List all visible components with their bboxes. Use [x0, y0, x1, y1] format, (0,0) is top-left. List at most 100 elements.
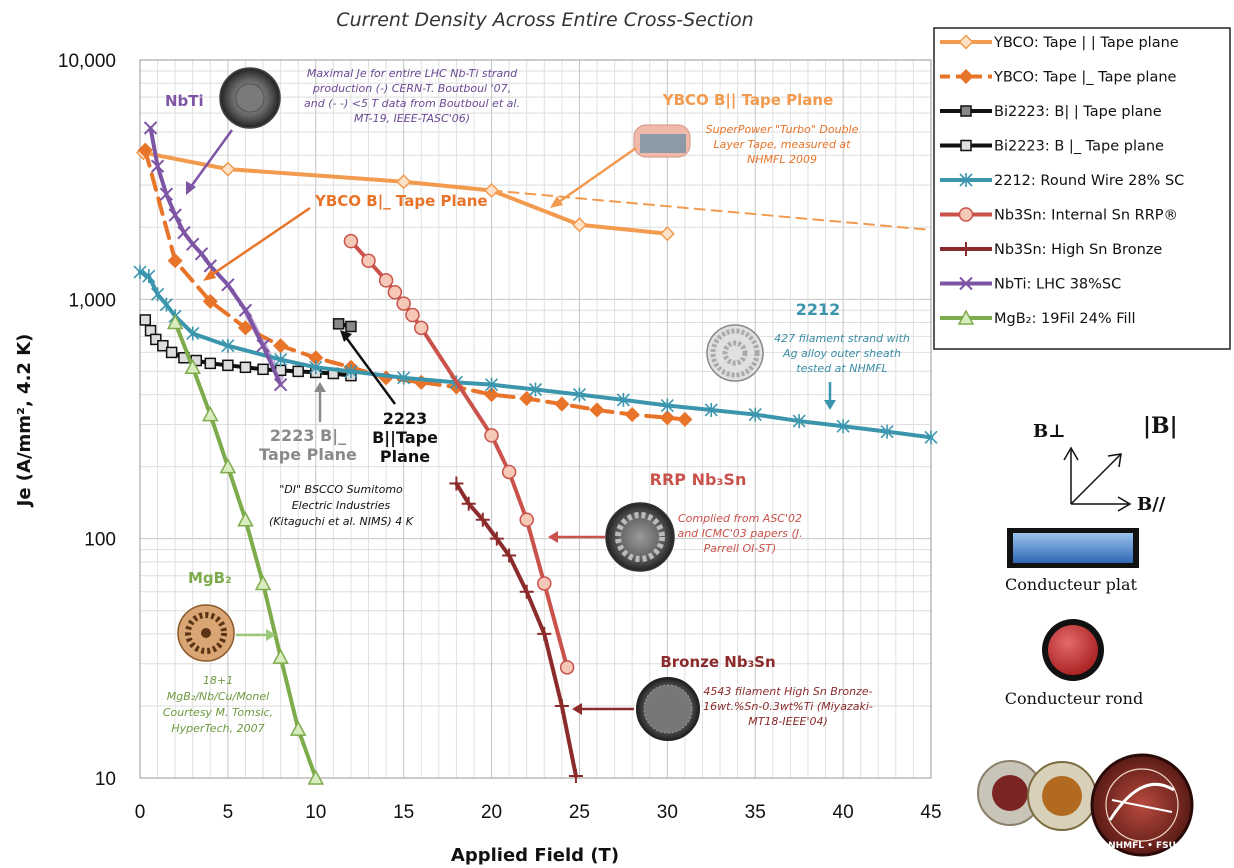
- plot-area-border: [139, 59, 932, 779]
- legend-item-4: 2212: Round Wire 28% SC: [940, 173, 1184, 189]
- svg-text:tested at NHMFL: tested at NHMFL: [796, 362, 887, 375]
- round-conductor-label: Conducteur rond: [1005, 689, 1143, 708]
- nbti-strand-image: [219, 67, 281, 129]
- svg-text:16wt.%Sn-0.3wt%Ti (Miyazaki-: 16wt.%Sn-0.3wt%Ti (Miyazaki-: [703, 700, 873, 713]
- nbti-label: NbTi: [165, 92, 204, 110]
- data-point: [568, 768, 583, 783]
- x-axis-label: Applied Field (T): [451, 845, 619, 866]
- round-conductor: [1042, 619, 1104, 681]
- nbti-note: Maximal Je for entire LHC Nb-Ti strand p…: [304, 67, 520, 125]
- legend-swatch-marker: [958, 207, 974, 222]
- flat-conductor-label: Conducteur plat: [1005, 575, 1138, 594]
- x-tick-label: 45: [920, 802, 941, 823]
- data-point: [880, 424, 894, 439]
- b2212-label: 2212: [796, 300, 841, 319]
- data-point: [396, 296, 411, 311]
- data-point: [151, 287, 165, 302]
- bronze-note: 4543 filament High Sn Bronze- 16wt.%Sn-0…: [703, 685, 873, 728]
- ybco-perp-label: YBCO B|_ Tape Plane: [314, 192, 488, 211]
- data-point: [475, 512, 490, 527]
- data-point: [202, 293, 218, 309]
- svg-text:Complied from ASC'02: Complied from ASC'02: [678, 512, 802, 525]
- bronze-strand-image: [636, 677, 700, 741]
- data-point: [501, 464, 517, 480]
- data-point: [528, 382, 543, 397]
- data-point: [159, 297, 173, 312]
- legend-swatch-marker: [959, 276, 973, 291]
- series-1: [137, 142, 693, 427]
- data-point: [159, 187, 174, 201]
- data-point: [461, 496, 476, 511]
- legend-label: MgB₂: 19Fil 24% Fill: [994, 311, 1136, 327]
- annotations: NbTi Maximal Je for entire LHC Nb-Ti str…: [163, 67, 910, 741]
- institution-logos: NHMFL • FSU: [977, 753, 1194, 857]
- x-tick-label: 35: [745, 802, 766, 823]
- svg-text:production (-) CERN-T. Boutbou: production (-) CERN-T. Boutboul '07,: [312, 82, 511, 95]
- data-point: [221, 338, 235, 353]
- mgb2-label: MgB₂: [188, 569, 232, 587]
- data-point: [554, 698, 569, 713]
- svg-text:Plane: Plane: [380, 447, 430, 466]
- data-point: [519, 512, 534, 527]
- x-tick-label: 0: [135, 802, 146, 823]
- grid: [139, 59, 932, 779]
- y-tick-label: 100: [84, 530, 116, 551]
- data-point: [273, 377, 288, 392]
- svg-text:2223 B|_: 2223 B|_: [270, 426, 346, 446]
- svg-text:MgB₂/Nb/Cu/Monel: MgB₂/Nb/Cu/Monel: [167, 690, 269, 703]
- x-tick-label: 15: [393, 802, 414, 823]
- bronze-label: Bronze Nb₃Sn: [660, 653, 775, 671]
- rrp-label: RRP Nb₃Sn: [650, 470, 747, 489]
- legend-label: YBCO: Tape |_ Tape plane: [993, 70, 1177, 86]
- b2223-perp-label: 2223 B|_ Tape Plane: [259, 426, 357, 464]
- data-point: [186, 326, 200, 341]
- data-point: [238, 303, 253, 317]
- legend-item-5: Nb3Sn: Internal Sn RRP®: [940, 207, 1178, 224]
- svg-text:and ICMC'03 papers (J.: and ICMC'03 papers (J.: [677, 527, 802, 540]
- legend-box: [933, 27, 1231, 350]
- b2212-strand-image: [706, 324, 764, 382]
- b-perp-label: B⊥: [1033, 421, 1066, 442]
- svg-text:(Kitaguchi et al. NIMS) 4 K: (Kitaguchi et al. NIMS) 4 K: [269, 515, 414, 528]
- series-line: [143, 148, 687, 422]
- data-point: [345, 320, 357, 333]
- data-point: [220, 161, 236, 177]
- series-5: [343, 233, 575, 675]
- legend-swatch-marker: [958, 34, 974, 50]
- series-7: [143, 121, 288, 392]
- svg-text:HyperTech, 2007: HyperTech, 2007: [171, 722, 264, 735]
- data-point: [194, 247, 209, 261]
- data-point: [237, 320, 254, 336]
- data-point: [405, 307, 420, 323]
- data-point: [139, 314, 152, 326]
- series-line: [141, 150, 670, 236]
- data-point: [274, 352, 288, 367]
- legend-swatch-marker: [958, 68, 974, 85]
- series-6: [449, 476, 583, 783]
- legend-item-6: Nb3Sn: High Sn Bronze: [940, 242, 1162, 258]
- legend-label: Nb3Sn: High Sn Bronze: [994, 242, 1162, 258]
- data-point: [137, 142, 153, 158]
- data-point: [449, 476, 464, 491]
- data-point: [572, 387, 587, 402]
- data-point: [343, 233, 359, 249]
- svg-text:Ag alloy outer sheath: Ag alloy outer sheath: [782, 347, 901, 360]
- data-point: [254, 574, 272, 591]
- data-point: [519, 584, 534, 599]
- svg-text:2223: 2223: [383, 409, 428, 428]
- svg-text:SuperPower "Turbo" Double: SuperPower "Turbo" Double: [706, 123, 859, 136]
- ybco-perp-arrow: [209, 206, 311, 278]
- data-point: [559, 660, 575, 675]
- data-point: [397, 370, 411, 385]
- legend-swatch-marker: [960, 105, 972, 117]
- data-point: [157, 339, 169, 352]
- data-point: [292, 365, 304, 378]
- data-point: [396, 174, 412, 190]
- legend-swatch-marker: [960, 139, 972, 152]
- ybco-tape-image: [633, 124, 691, 158]
- data-point: [165, 346, 178, 359]
- legend-label: Bi2223: B |_ Tape plane: [994, 139, 1164, 155]
- legend-swatch-marker: [957, 309, 975, 325]
